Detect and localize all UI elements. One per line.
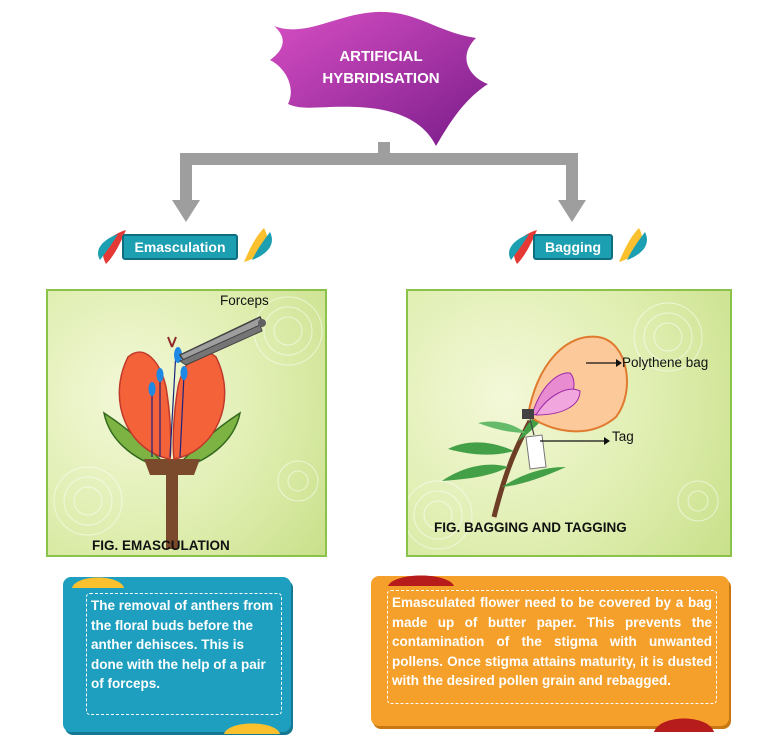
bagging-note: Emasculated flower need to be covered by… — [371, 576, 729, 726]
title-line-1: ARTIFICIAL — [339, 48, 423, 65]
emasculation-note-text: The removal of anthers from the floral b… — [86, 593, 282, 715]
top-clip-icon — [388, 575, 454, 586]
right-leaf-icon — [244, 228, 272, 262]
bagging-tag: Bagging — [503, 226, 653, 266]
emasculation-caption: FIG. EMASCULATION — [92, 538, 230, 553]
left-leaf-icon — [509, 230, 537, 264]
title-ribbon-shape — [270, 11, 488, 146]
flower-forceps-illustration — [102, 316, 266, 549]
bagging-illustration — [442, 335, 628, 518]
top-clip-icon — [72, 577, 124, 588]
right-leaf-icon — [619, 228, 647, 262]
title-line-2: HYBRIDISATION — [322, 70, 440, 87]
title-banner: ARTIFICIAL HYBRIDISATION — [266, 8, 492, 148]
bagging-figure: Polythene bag Tag FIG. BAGGING AND TAGGI… — [406, 289, 732, 557]
polythene-bag-label: Polythene bag — [622, 355, 709, 370]
emasculation-note: The removal of anthers from the floral b… — [63, 577, 291, 732]
emasculation-tag: Emasculation — [92, 226, 272, 266]
bagging-label: Bagging — [533, 234, 613, 260]
left-leaf-icon — [98, 230, 126, 264]
emasculation-figure: Forceps FIG. EMASCULATION — [46, 289, 327, 557]
title-text: ARTIFICIAL HYBRIDISATION — [306, 46, 456, 90]
bottom-clip-icon — [224, 723, 280, 734]
bagging-note-text: Emasculated flower need to be covered by… — [387, 590, 717, 704]
emasculation-label: Emasculation — [122, 234, 238, 260]
tag-label: Tag — [612, 429, 634, 444]
bagging-caption: FIG. BAGGING AND TAGGING — [434, 520, 627, 535]
bottom-clip-icon — [654, 718, 714, 732]
background-rings — [408, 302, 719, 550]
forceps-label: Forceps — [220, 293, 269, 308]
